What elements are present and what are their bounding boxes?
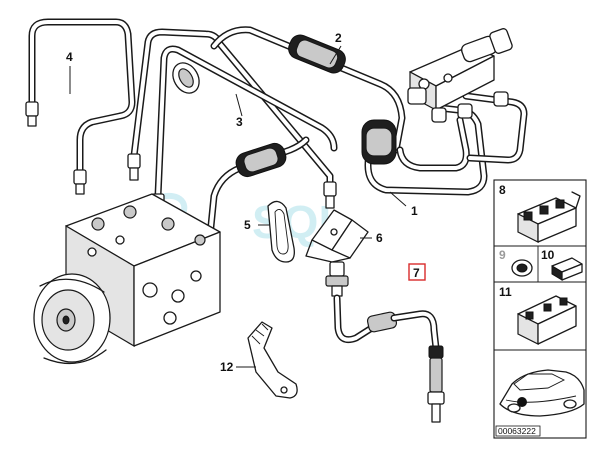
callout-2: 2 xyxy=(335,31,342,45)
abs-hydraulic-unit xyxy=(33,193,221,364)
bracket-part-12 xyxy=(247,321,298,399)
clip-part-9 xyxy=(511,259,533,277)
callout-7-highlight: 7 xyxy=(408,263,426,281)
grommet-part-5 xyxy=(267,200,295,263)
brake-hose-part-7 xyxy=(325,261,445,423)
callout-8: 8 xyxy=(499,183,506,197)
clip-part-11 xyxy=(517,295,577,345)
reference-panel: 8 9 10 11 xyxy=(493,179,587,439)
callout-9: 9 xyxy=(499,248,506,262)
distributor-block xyxy=(407,28,513,123)
callout-6: 6 xyxy=(376,231,383,245)
bracket-part-6 xyxy=(305,209,369,263)
clip-part-10 xyxy=(551,257,583,281)
callout-10: 10 xyxy=(541,248,555,262)
callout-1: 1 xyxy=(411,204,418,218)
callout-3: 3 xyxy=(236,115,243,129)
car-locator-icon xyxy=(499,369,585,417)
callout-7: 7 xyxy=(413,266,420,280)
diagram-code: 00063222 xyxy=(498,426,536,436)
clip-part-8 xyxy=(517,191,581,243)
brake-line-4 xyxy=(25,18,136,195)
callout-4: 4 xyxy=(66,50,73,64)
callout-5: 5 xyxy=(244,218,251,232)
callout-12: 12 xyxy=(220,360,234,374)
callout-11: 11 xyxy=(499,285,512,299)
brake-line-2 xyxy=(210,26,406,154)
callout-7-box xyxy=(408,263,426,281)
